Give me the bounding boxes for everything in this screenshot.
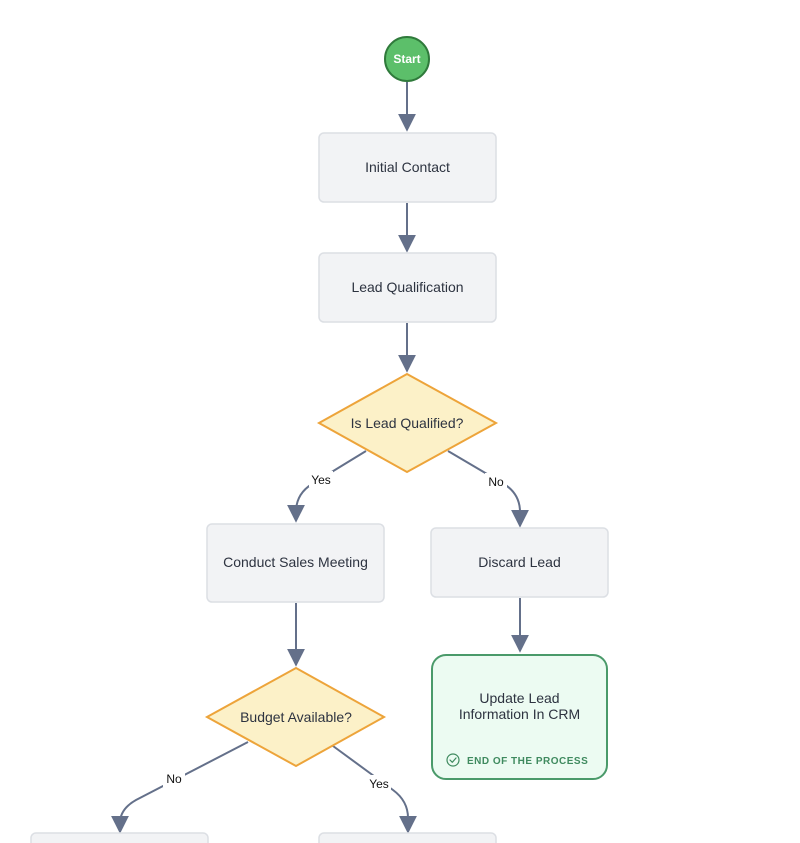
edge-label-budget-yes: Yes bbox=[369, 777, 389, 791]
edge-budget-no bbox=[111, 741, 249, 834]
lead-qualification-label: Lead Qualification bbox=[351, 279, 463, 295]
process-lead-qualification[interactable]: Lead Qualification bbox=[318, 252, 497, 323]
conduct-sales-meeting-label: Conduct Sales Meeting bbox=[223, 554, 368, 570]
process-partial-right[interactable] bbox=[318, 832, 497, 843]
initial-contact-label: Initial Contact bbox=[365, 159, 450, 175]
edge-labels: Yes No No Yes bbox=[163, 471, 507, 791]
edge-label-budget-no: No bbox=[166, 772, 182, 786]
start-node[interactable]: Start bbox=[384, 36, 430, 82]
end-of-process-badge: END OF THE PROCESS bbox=[467, 756, 588, 767]
decision-is-lead-qualified[interactable]: Is Lead Qualified? bbox=[316, 372, 499, 474]
update-lead-label-line2: Information In CRM bbox=[459, 706, 580, 722]
edge-label-qualified-yes: Yes bbox=[311, 473, 331, 487]
process-discard-lead[interactable]: Discard Lead bbox=[430, 527, 609, 598]
budget-available-label: Budget Available? bbox=[240, 709, 352, 725]
edge-qualified-no bbox=[447, 450, 529, 528]
process-partial-left[interactable] bbox=[30, 832, 209, 843]
process-conduct-sales-meeting[interactable]: Conduct Sales Meeting bbox=[206, 523, 385, 603]
discard-lead-label: Discard Lead bbox=[478, 554, 561, 570]
start-label: Start bbox=[393, 52, 420, 66]
decision-budget-available[interactable]: Budget Available? bbox=[204, 666, 387, 768]
update-lead-label-line1: Update Lead bbox=[479, 690, 559, 706]
edge-label-qualified-no: No bbox=[488, 475, 504, 489]
edge-budget-yes bbox=[332, 745, 417, 834]
end-update-lead-information[interactable]: Update Lead Information In CRM END OF TH… bbox=[431, 654, 608, 780]
check-circle-icon bbox=[446, 753, 460, 767]
is-lead-qualified-label: Is Lead Qualified? bbox=[351, 415, 464, 431]
process-initial-contact[interactable]: Initial Contact bbox=[318, 132, 497, 203]
